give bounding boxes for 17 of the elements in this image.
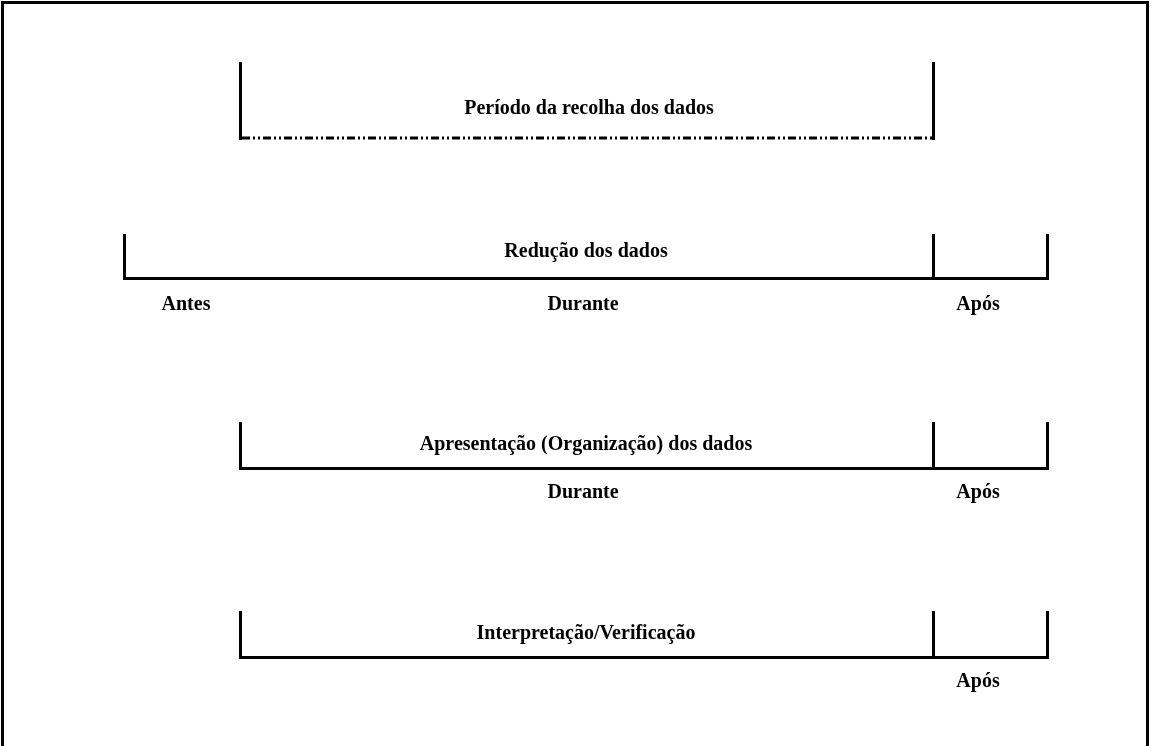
phase-label: Antes (161, 292, 211, 315)
bracket-segment (935, 611, 1049, 659)
bracket-title: Período da recolha dos dados (464, 96, 714, 119)
bracket-segment (935, 234, 1049, 280)
bracket (239, 422, 935, 470)
phase-label: Após (956, 669, 1000, 692)
bracket (239, 611, 935, 659)
phase-label: Após (956, 292, 1000, 315)
bracket (123, 234, 935, 280)
phase-label: Durante (547, 480, 619, 503)
phase-label: Após (956, 480, 1000, 503)
bracket-title: Redução dos dados (504, 239, 668, 262)
bracket-title: Apresentação (Organização) dos dados (419, 432, 753, 455)
bracket-title: Interpretação/Verificação (476, 621, 696, 644)
bracket-segment (935, 422, 1049, 470)
phase-label: Durante (547, 292, 619, 315)
dashed-bracket (239, 62, 935, 140)
